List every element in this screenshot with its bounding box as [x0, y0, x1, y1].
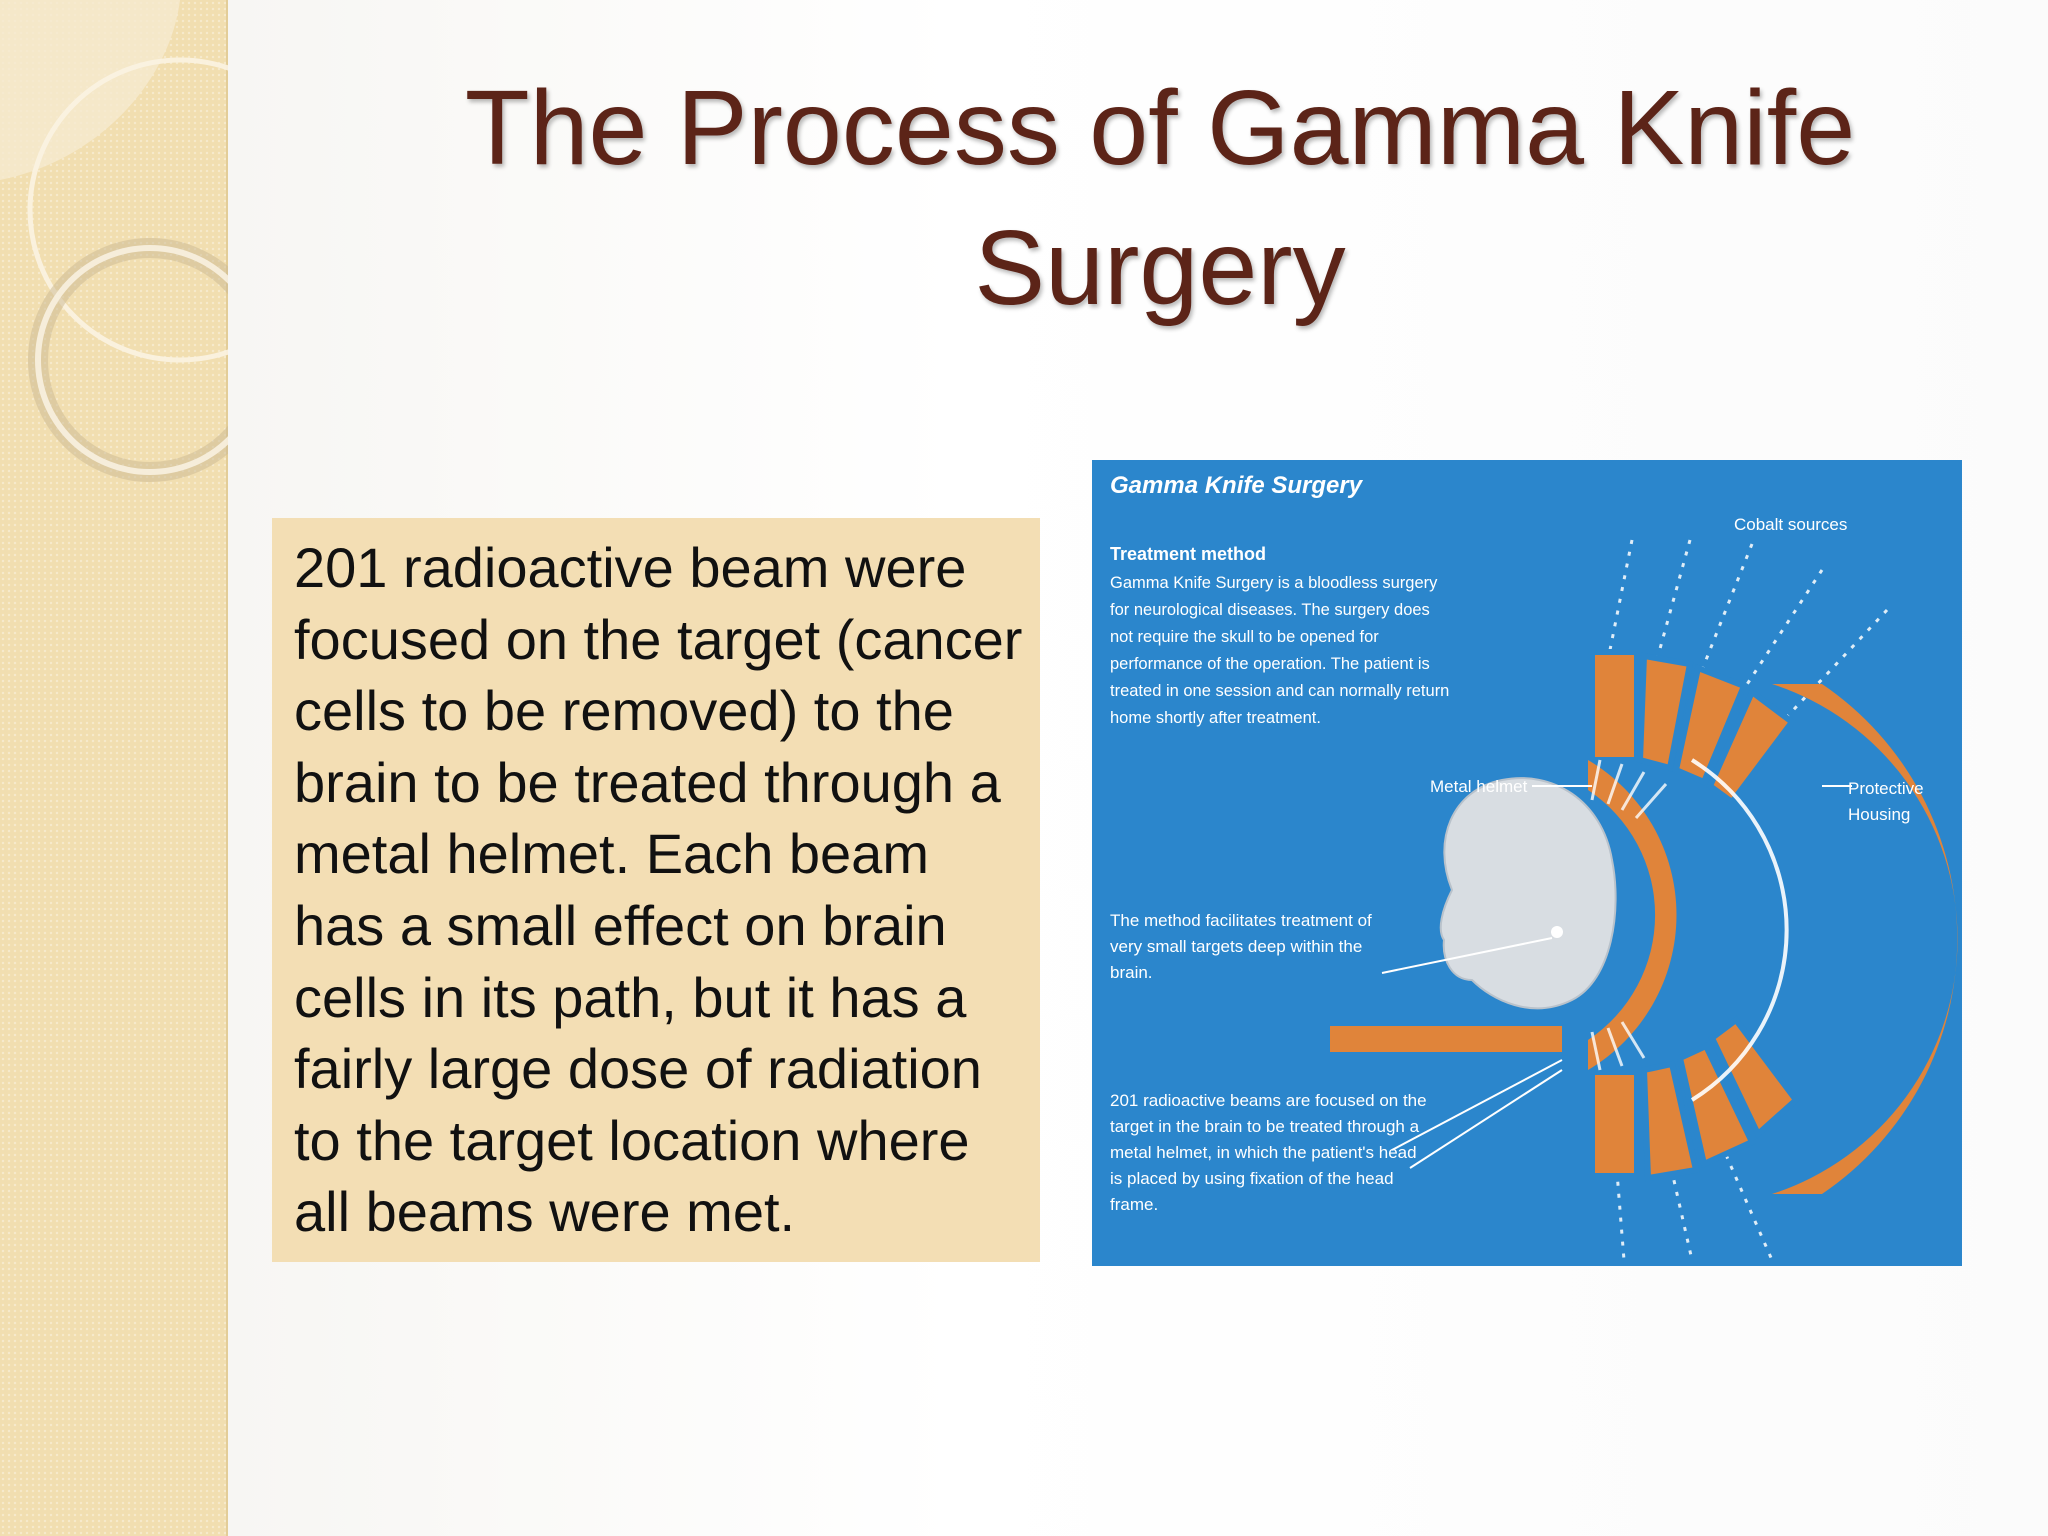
slide-title: The Process of Gamma Knife Surgery: [464, 69, 1856, 327]
body-paragraph: 201 radioactive beam were focused on the…: [294, 536, 1023, 1244]
protective-housing: [1772, 684, 1958, 1194]
leader-lines: [1381, 785, 1852, 1169]
metal-helmet: [1588, 760, 1677, 1070]
label-metal-helmet: Metal helmet: [1430, 777, 1528, 796]
label-cobalt-sources: Cobalt sources: [1734, 515, 1848, 534]
label-beams-note: 201 radioactive beams are focused on the…: [1110, 1091, 1427, 1214]
diagram-subheading: Treatment method: [1110, 544, 1267, 564]
label-protective-housing: Protective Housing: [1848, 779, 1924, 824]
patient-head: [1439, 777, 1617, 1010]
diagram-title: Gamma Knife Surgery: [1110, 472, 1363, 499]
gamma-knife-diagram: Gamma Knife Surgery Treatment method Gam…: [1092, 460, 1962, 1266]
target-point: [1551, 926, 1563, 938]
decorative-rings: [0, 0, 240, 482]
helmet-collimators: [1590, 759, 1668, 1071]
label-method-note: The method facilitates treatment of very…: [1110, 911, 1372, 982]
text-highlight-box: [272, 518, 1040, 1262]
diagram-description: Gamma Knife Surgery is a bloodless surge…: [1110, 574, 1450, 727]
head-frame-bar: [1330, 1026, 1562, 1052]
diagram-graphics: [1330, 539, 1958, 1261]
cobalt-source-blocks: [1589, 649, 1801, 1182]
